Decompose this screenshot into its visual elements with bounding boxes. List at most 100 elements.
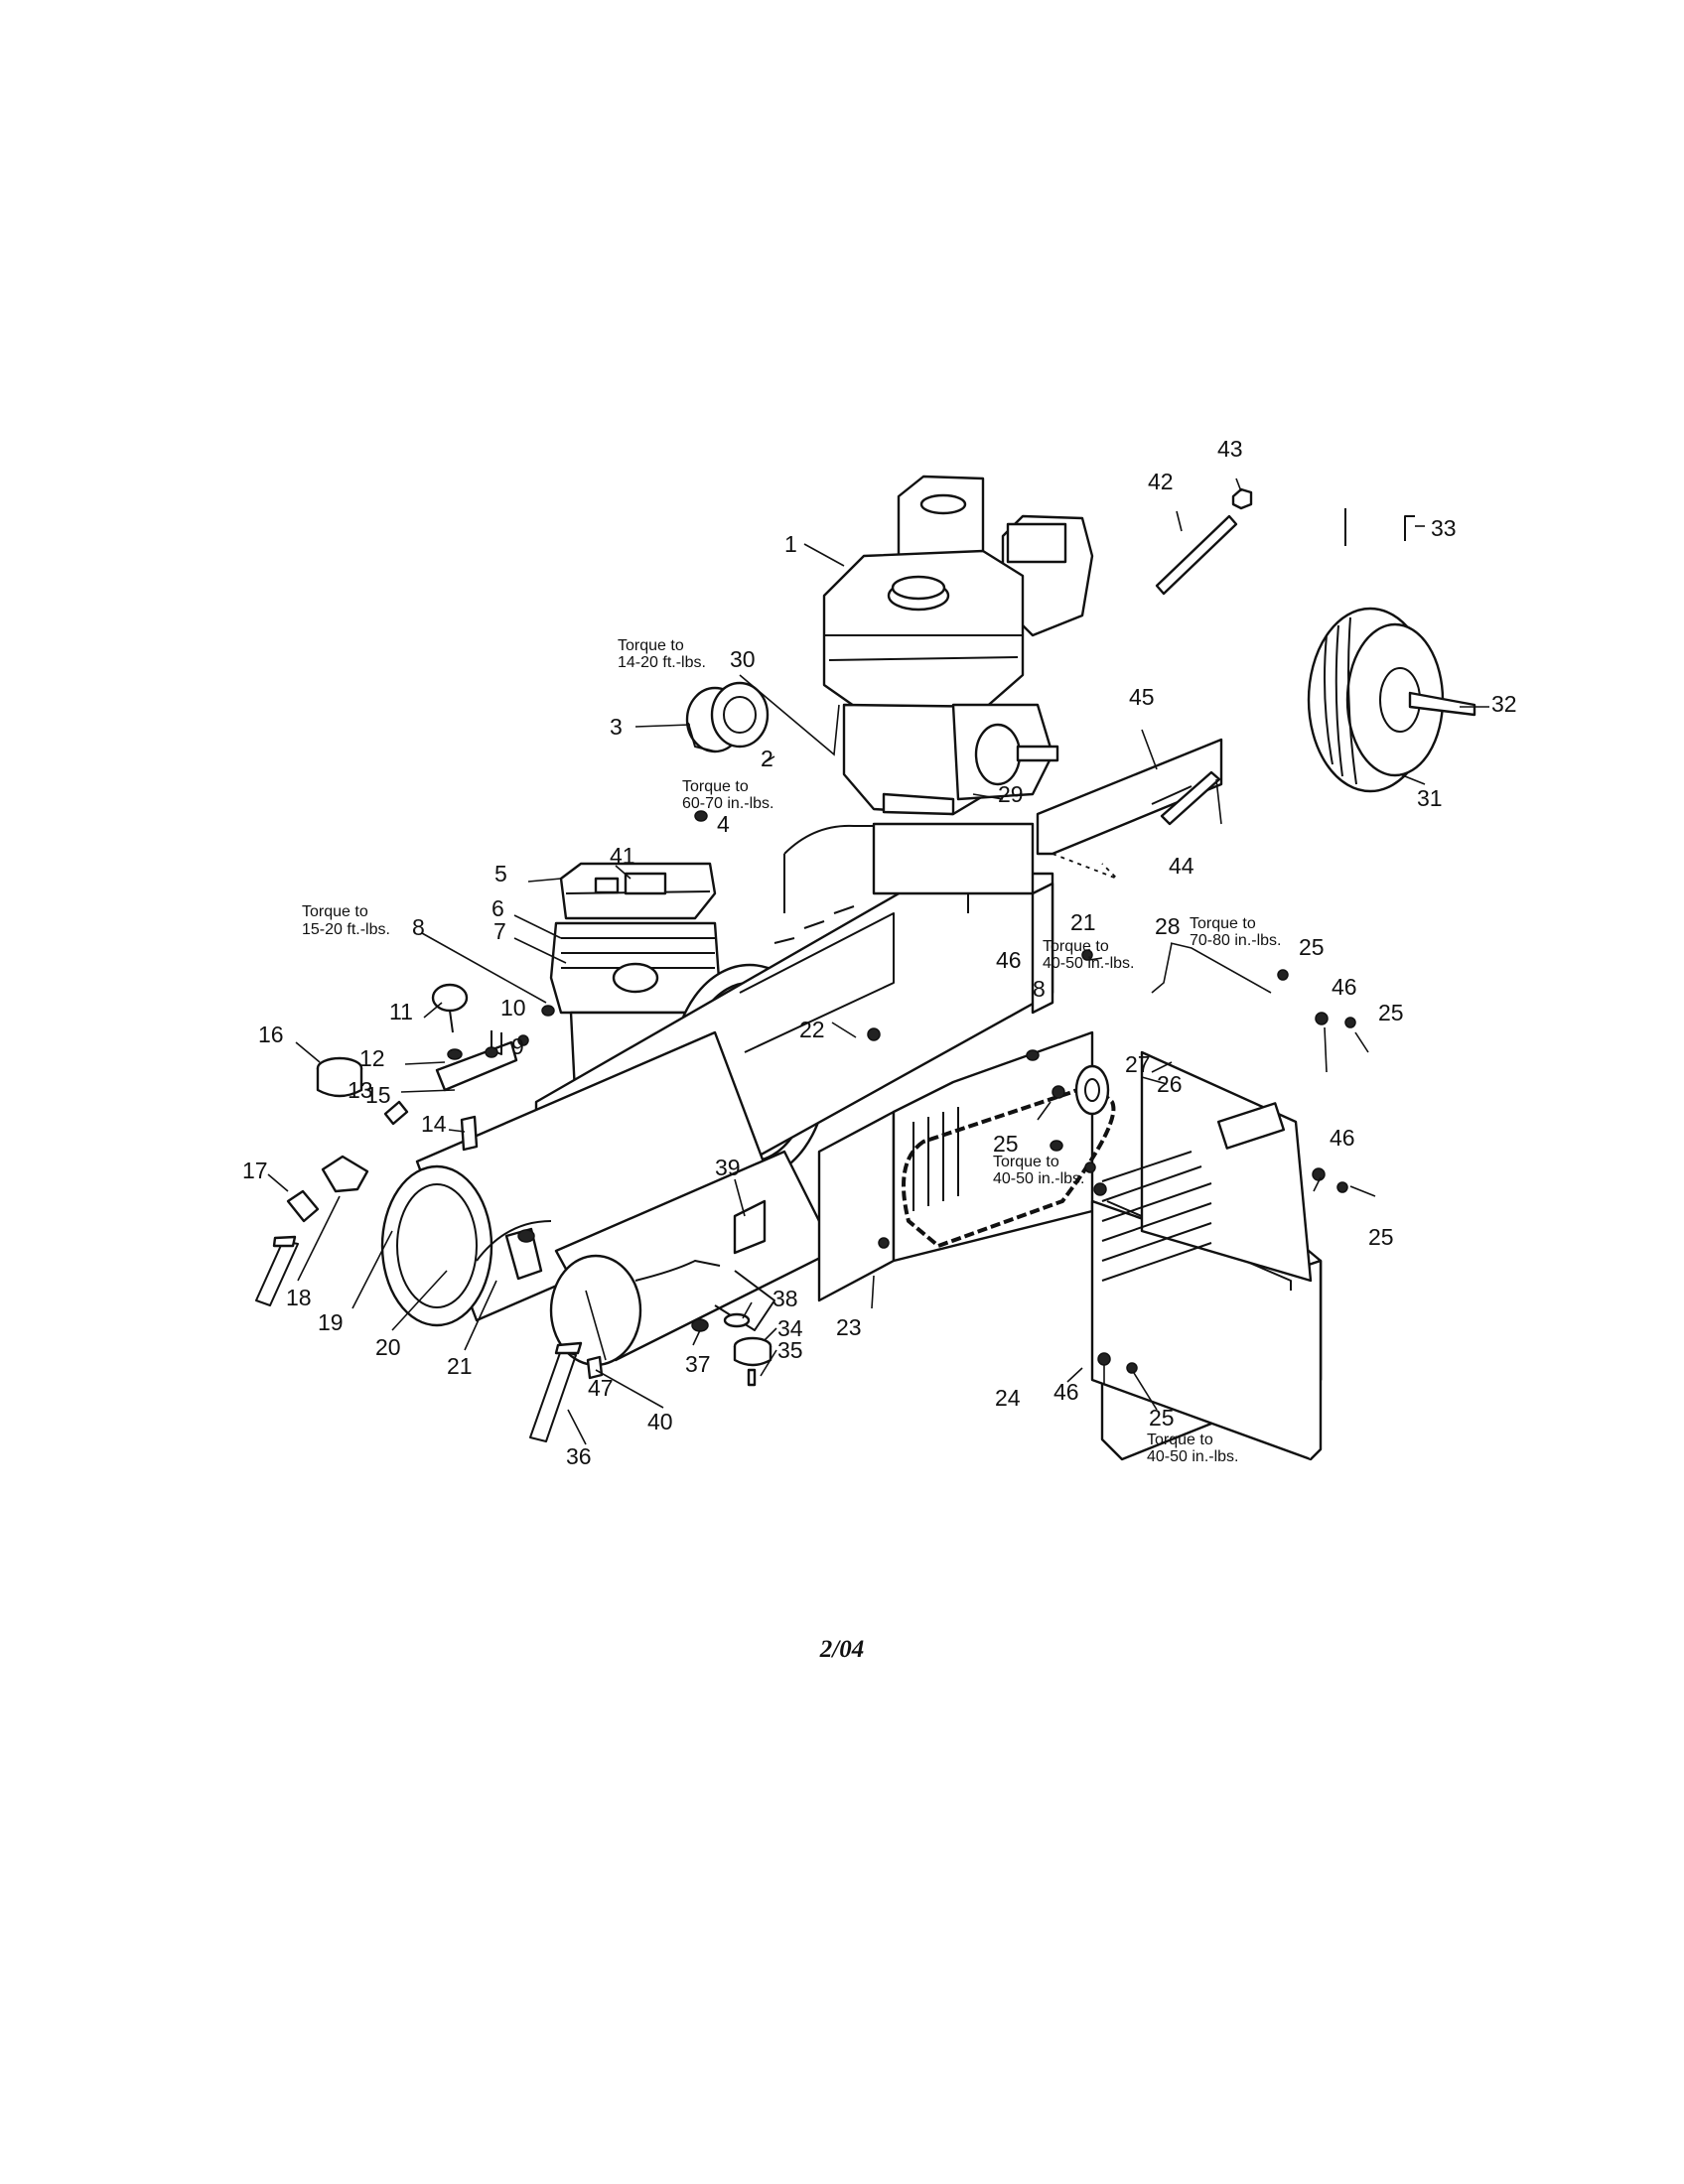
label-22: 22 xyxy=(799,1017,825,1042)
valve-17-part xyxy=(286,1155,369,1223)
torque-note-8-line1: Torque to xyxy=(302,903,368,920)
label-7: 7 xyxy=(493,918,506,944)
label-24: 24 xyxy=(995,1385,1021,1411)
nut-37-part xyxy=(691,1318,709,1332)
hose-36-part xyxy=(529,1341,583,1442)
torque-note-30-line1: Torque to xyxy=(618,637,684,654)
label-12: 12 xyxy=(359,1045,385,1071)
label-39: 39 xyxy=(715,1155,741,1180)
torque-notes: Torque to 14-20 ft.-lbs. Torque to 60-70… xyxy=(302,637,1282,1465)
torque-note-25-bottom-line1: Torque to xyxy=(1147,1432,1213,1448)
label-18: 18 xyxy=(286,1285,312,1310)
label-26: 26 xyxy=(1157,1071,1183,1097)
wheel-part xyxy=(1307,607,1445,793)
label-17: 17 xyxy=(242,1158,268,1183)
label-35: 35 xyxy=(777,1337,803,1363)
torque-note-8-line2: 15-20 ft.-lbs. xyxy=(302,921,390,938)
label-33: 33 xyxy=(1431,515,1457,541)
pressure-gauge-part xyxy=(431,983,469,1033)
label-2: 2 xyxy=(761,746,773,771)
hose-18-part xyxy=(255,1235,299,1306)
label-6: 6 xyxy=(491,895,504,921)
bolt-44-part xyxy=(1160,770,1221,826)
label-37: 37 xyxy=(685,1351,711,1377)
label-5: 5 xyxy=(494,861,507,887)
belt-part xyxy=(902,1064,1116,1248)
check-valve-21-part xyxy=(504,1227,543,1281)
label-46-bottom: 46 xyxy=(1053,1379,1079,1405)
label-34: 34 xyxy=(777,1315,803,1341)
label-10: 10 xyxy=(500,995,526,1021)
label-9: 9 xyxy=(511,1033,524,1059)
label-8-guard: 8 xyxy=(1033,976,1046,1002)
gauge-16-part xyxy=(316,1056,363,1098)
pin-33-part xyxy=(1344,508,1415,546)
leader-lines xyxy=(267,478,1489,1445)
manifold-13-part xyxy=(435,1030,518,1092)
torque-note-30-line2: 14-20 ft.-lbs. xyxy=(618,654,706,671)
label-8-pump: 8 xyxy=(412,914,425,940)
torque-note-21-line2: 40-50 in.-lbs. xyxy=(1043,955,1135,972)
fitting-15-part xyxy=(383,1100,409,1126)
label-46-top: 46 xyxy=(1332,974,1357,1000)
label-25-bottom: 25 xyxy=(1149,1405,1175,1431)
label-43: 43 xyxy=(1217,436,1243,462)
label-11: 11 xyxy=(389,999,413,1024)
torque-note-28-line2: 70-80 in.-lbs. xyxy=(1190,932,1282,949)
label-4: 4 xyxy=(717,811,730,837)
torque-note-21-line1: Torque to xyxy=(1043,938,1109,955)
label-46-guard: 46 xyxy=(996,947,1022,973)
label-25-top: 25 xyxy=(1299,934,1325,960)
nut-43-part xyxy=(1231,487,1253,510)
label-46-right: 46 xyxy=(1330,1125,1355,1151)
label-42: 42 xyxy=(1148,469,1174,494)
air-tank-part xyxy=(380,1030,836,1367)
label-30: 30 xyxy=(730,646,756,672)
label-31: 31 xyxy=(1417,785,1443,811)
small-fasteners xyxy=(485,810,1356,1374)
label-19: 19 xyxy=(318,1309,344,1335)
label-40: 40 xyxy=(647,1409,673,1434)
drain-40-part xyxy=(586,1355,604,1380)
bolt-42-part xyxy=(1155,514,1238,596)
mount-plate-part xyxy=(1036,738,1223,880)
label-36: 36 xyxy=(566,1443,592,1469)
torque-note-4-line1: Torque to xyxy=(682,778,749,795)
torque-note-25-mid-line1: Torque to xyxy=(993,1154,1059,1170)
label-47: 47 xyxy=(588,1375,614,1401)
part-labels: 1 2 3 4 5 6 7 8 8 9 10 11 12 13 14 15 16… xyxy=(242,436,1517,1469)
label-45: 45 xyxy=(1129,684,1155,710)
label-44: 44 xyxy=(1169,853,1194,879)
revision-date: 2/04 xyxy=(819,1636,865,1663)
torque-note-4-line2: 60-70 in.-lbs. xyxy=(682,795,774,812)
bolt-35-part xyxy=(747,1368,757,1387)
muffler-part xyxy=(685,681,770,753)
label-13: 13 xyxy=(348,1077,373,1103)
bracket-39-part xyxy=(733,1199,767,1255)
label-15: 15 xyxy=(365,1082,391,1108)
label-38: 38 xyxy=(772,1286,798,1311)
label-25-right: 25 xyxy=(1378,1000,1404,1025)
label-27: 27 xyxy=(1125,1051,1151,1077)
label-21-guard: 21 xyxy=(1070,909,1096,935)
label-1: 1 xyxy=(784,531,797,557)
label-3: 3 xyxy=(610,714,623,740)
engine-part xyxy=(822,475,1094,816)
fitting-14-part xyxy=(460,1115,479,1152)
label-23: 23 xyxy=(836,1314,862,1340)
label-32: 32 xyxy=(1491,691,1517,717)
label-25-lower: 25 xyxy=(1368,1224,1394,1250)
label-20: 20 xyxy=(375,1334,401,1360)
label-41: 41 xyxy=(610,843,635,869)
torque-note-25-bottom-line2: 40-50 in.-lbs. xyxy=(1147,1448,1239,1465)
label-28: 28 xyxy=(1155,913,1181,939)
pipe-20-part xyxy=(476,1220,552,1262)
torque-note-25-mid-line2: 40-50 in.-lbs. xyxy=(993,1170,1085,1187)
label-21-tank: 21 xyxy=(447,1353,473,1379)
label-29: 29 xyxy=(998,781,1024,807)
label-16: 16 xyxy=(258,1022,284,1047)
axle-part xyxy=(1408,691,1476,717)
torque-note-28-line1: Torque to xyxy=(1190,915,1256,932)
washer-38-part xyxy=(723,1312,751,1328)
